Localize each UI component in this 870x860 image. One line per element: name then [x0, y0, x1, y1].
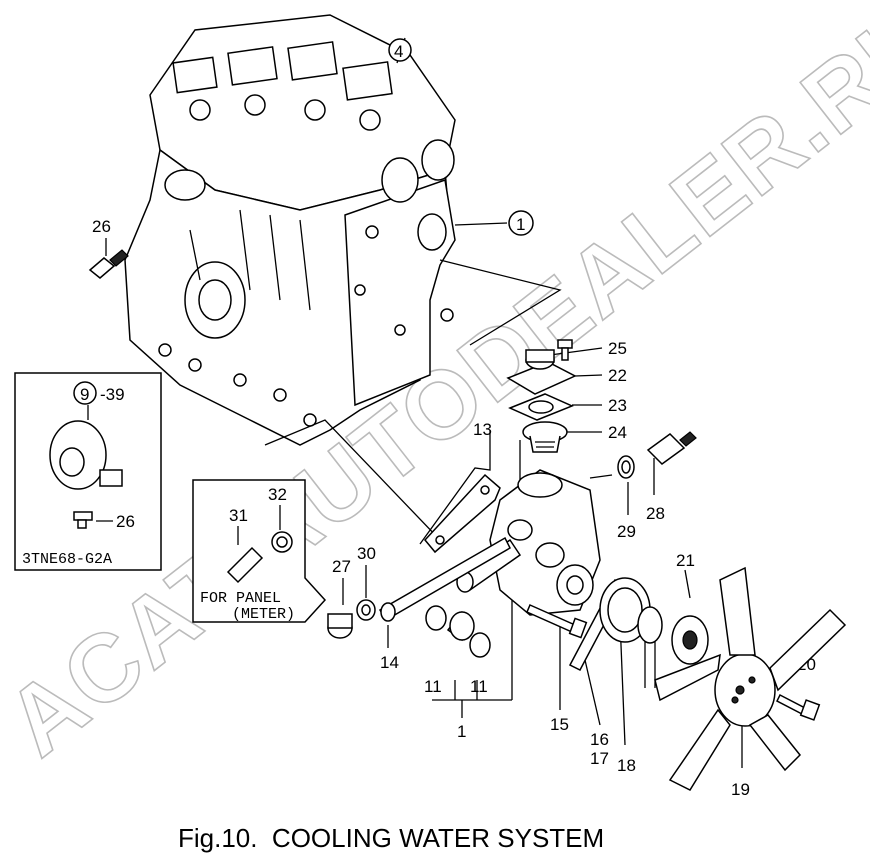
fitting-14 [380, 602, 396, 622]
callout-25: 25 [608, 339, 627, 358]
inset-panel-sensor: 31 32 FOR PANEL (METER) [192, 479, 327, 623]
washer-30 [356, 599, 376, 621]
gasket-13 [424, 473, 501, 554]
thermostat-cover-22 [506, 349, 577, 395]
callout-30: 30 [357, 544, 376, 563]
callout-1-ref: 1 [516, 215, 525, 234]
bolt-20 [775, 693, 821, 721]
bolt-25 [557, 339, 573, 361]
callout-17: 17 [590, 749, 609, 768]
water-pump-1 [456, 469, 601, 616]
callout-16: 16 [590, 730, 609, 749]
callout-21: 21 [676, 551, 695, 570]
fan-19 [654, 566, 847, 791]
callout-11b: 11 [470, 677, 488, 696]
inset-ref-31: 31 [229, 506, 248, 525]
callout-14: 14 [380, 653, 399, 672]
o-ring-11-right [469, 632, 491, 658]
sensor-28 [646, 431, 697, 465]
callout-28: 28 [646, 504, 665, 523]
callouts: 4 1 26 25 22 23 24 13 28 29 27 30 14 11 … [92, 38, 816, 799]
callout-24: 24 [608, 423, 627, 442]
inset-ref-26: 26 [116, 512, 135, 531]
engine-block [124, 14, 456, 446]
spacer-21 [671, 615, 709, 665]
callout-15: 15 [550, 715, 569, 734]
callout-1: 1 [457, 722, 466, 741]
callout-ref-1: 1 [508, 210, 534, 236]
callout-11a: 11 [424, 677, 442, 696]
inset-panel-line1: FOR PANEL [200, 590, 281, 607]
gasket-23 [508, 393, 574, 421]
inset-oil-cooler: 9 -39 26 3TNE68-G2A [14, 372, 162, 571]
plug-27 [327, 613, 353, 639]
callout-ref-4: 4 [388, 38, 412, 62]
o-ring-11-left [425, 605, 447, 631]
pulley-18 [599, 577, 663, 644]
callout-22: 22 [608, 366, 627, 385]
inset-ref-39: -39 [100, 385, 125, 404]
callout-18: 18 [617, 756, 636, 775]
leader-lines [105, 37, 743, 768]
callout-19: 19 [731, 780, 750, 799]
washer-29 [617, 455, 635, 479]
callout-4: 4 [394, 42, 403, 61]
callout-23: 23 [608, 396, 627, 415]
bypass-pipe [378, 536, 511, 622]
sleeve [446, 610, 475, 642]
callout-29: 29 [617, 522, 636, 541]
figure-caption: Fig.10. COOLING WATER SYSTEM [178, 823, 604, 853]
inset-ref-32: 32 [268, 485, 287, 504]
bolt-15 [526, 604, 588, 639]
callout-27: 27 [332, 557, 351, 576]
callout-13: 13 [473, 420, 492, 439]
inset-model-label: 3TNE68-G2A [22, 551, 112, 568]
inset-panel-line2: (METER) [232, 606, 295, 623]
inset-ref-9: 9 [80, 385, 89, 404]
callout-26: 26 [92, 217, 111, 236]
thermostat-24 [522, 421, 568, 453]
sensor-26 [88, 249, 129, 279]
